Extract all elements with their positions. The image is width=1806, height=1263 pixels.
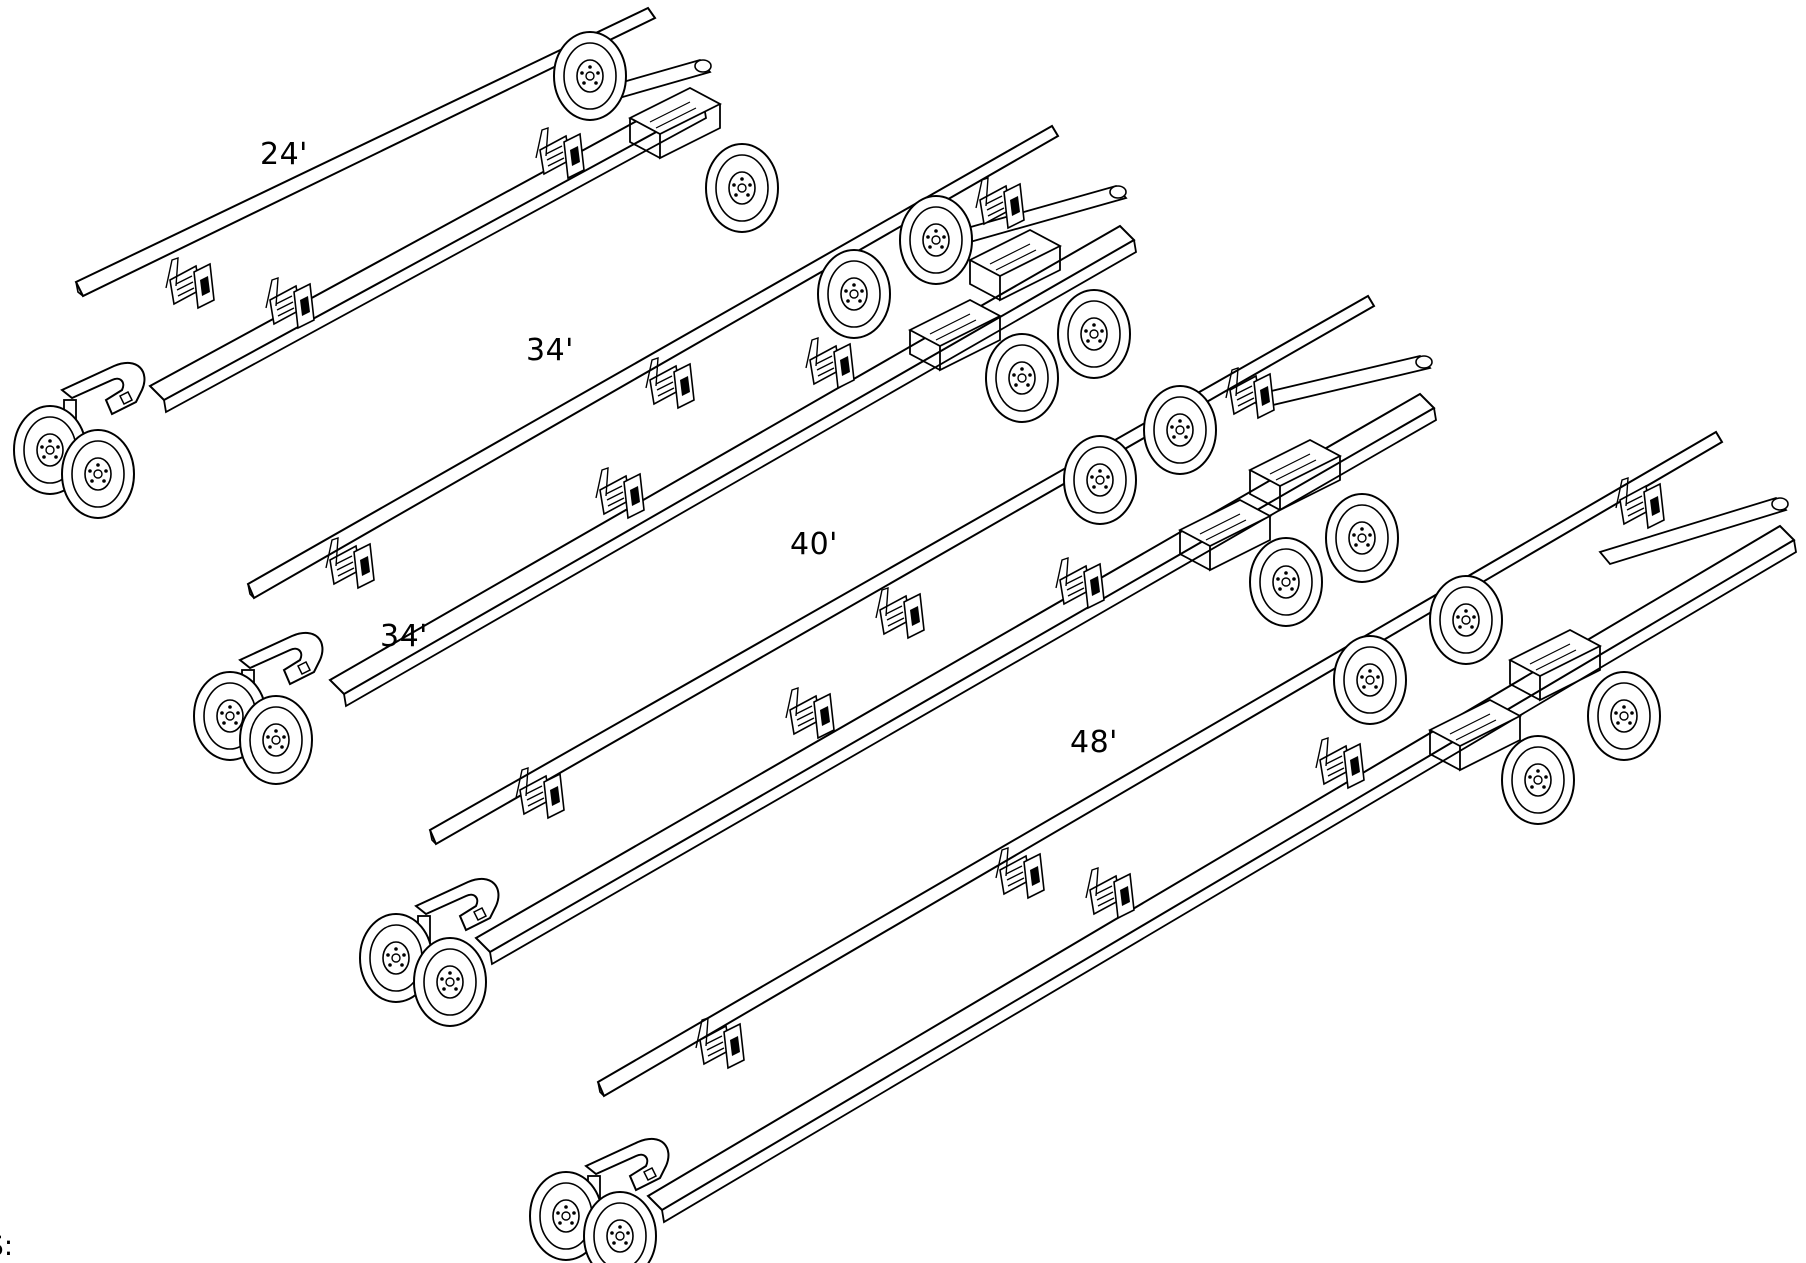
frame-24-label: 24' [260, 137, 308, 172]
frame-40 [359, 294, 1437, 1027]
frame-34-label: 34' [526, 333, 574, 368]
frame-24 [13, 6, 779, 519]
frame-34-overlap-label: 34' [380, 619, 428, 654]
frame-48 [529, 430, 1797, 1263]
frame-40-label: 40' [790, 527, 838, 562]
frame-34 [193, 124, 1137, 785]
corner-fragment-label: S: [0, 1229, 14, 1262]
frame-48-label: 48' [1070, 725, 1118, 760]
